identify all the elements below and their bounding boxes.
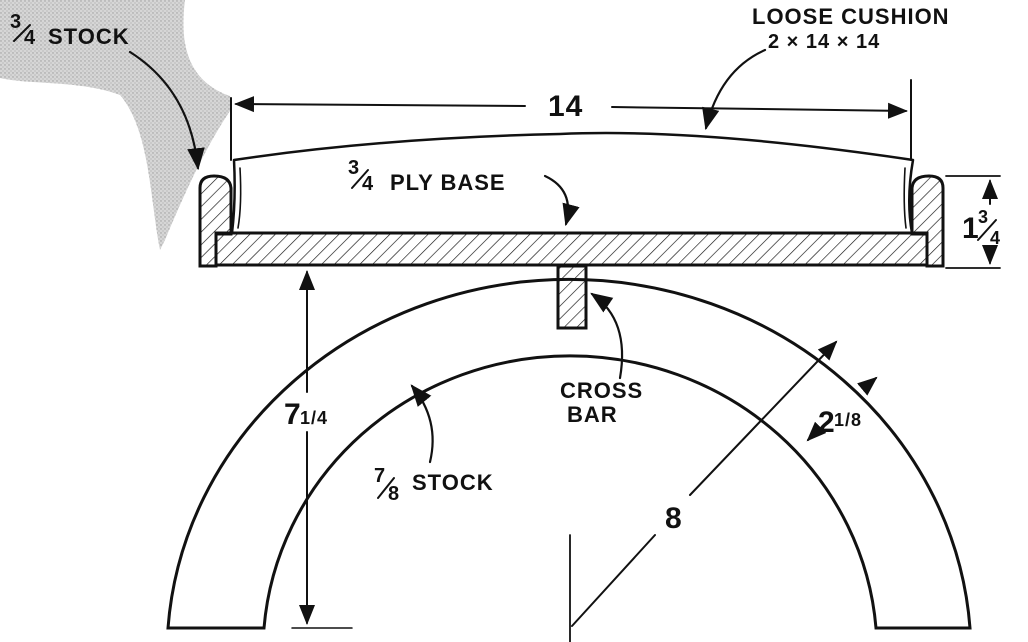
ply-base-leader (543, 174, 580, 227)
svg-text:7: 7 (374, 465, 386, 487)
cross-bar-label-1: CROSS (560, 378, 643, 403)
left-rail (198, 174, 233, 268)
svg-text:4: 4 (24, 27, 36, 49)
ply-base (214, 231, 929, 267)
band-arrow-outer (857, 376, 878, 396)
height-label: 1 3 4 (962, 207, 1001, 248)
svg-text:3: 3 (10, 11, 22, 33)
band-arrow-inner (806, 421, 827, 442)
svg-text:7: 7 (284, 398, 302, 431)
dim-14-line-left (234, 96, 526, 113)
radius-line-lower (571, 534, 656, 627)
arch (166, 278, 972, 630)
svg-text:4: 4 (362, 173, 374, 195)
cushion-title-label: LOOSE CUSHION (752, 4, 950, 29)
right-rail (910, 174, 945, 268)
dim-14-label: 14 (548, 90, 583, 123)
cushion-leader (702, 48, 767, 131)
stock-top-label: 3 4 STOCK (10, 11, 130, 49)
svg-text:1/8: 1/8 (834, 410, 862, 430)
dim-14-line-right (611, 102, 908, 119)
arch-stock-label: 7 8 STOCK (374, 465, 494, 505)
cushion-size-label: 2 × 14 × 14 (768, 31, 880, 53)
svg-text:4: 4 (990, 228, 1001, 248)
svg-text:STOCK: STOCK (48, 24, 130, 49)
stock-top-leader (128, 50, 205, 171)
radius-label: 8 (665, 502, 683, 535)
cushion-edge-left (237, 167, 242, 229)
svg-text:3: 3 (978, 207, 989, 227)
svg-text:2: 2 (818, 406, 836, 439)
radius-line-upper (689, 340, 838, 496)
cross-bar (556, 264, 588, 330)
svg-text:3: 3 (348, 157, 360, 179)
cushion (230, 131, 915, 235)
svg-text:1/4: 1/4 (300, 408, 328, 428)
band-width-label: 2 1/8 (818, 406, 862, 439)
shaded-background (0, 0, 232, 250)
svg-text:1: 1 (962, 212, 980, 245)
cross-bar-label-2: BAR (567, 402, 618, 427)
cross-bar-leader (590, 292, 624, 380)
cushion-edge-right (903, 167, 907, 229)
svg-text:PLY BASE: PLY BASE (390, 170, 506, 195)
leg-height-label: 7 1/4 (284, 398, 328, 431)
svg-text:STOCK: STOCK (412, 470, 494, 495)
svg-text:8: 8 (388, 483, 400, 505)
arch-stock-leader (410, 384, 434, 464)
ply-base-label: 3 4 PLY BASE (348, 157, 506, 195)
